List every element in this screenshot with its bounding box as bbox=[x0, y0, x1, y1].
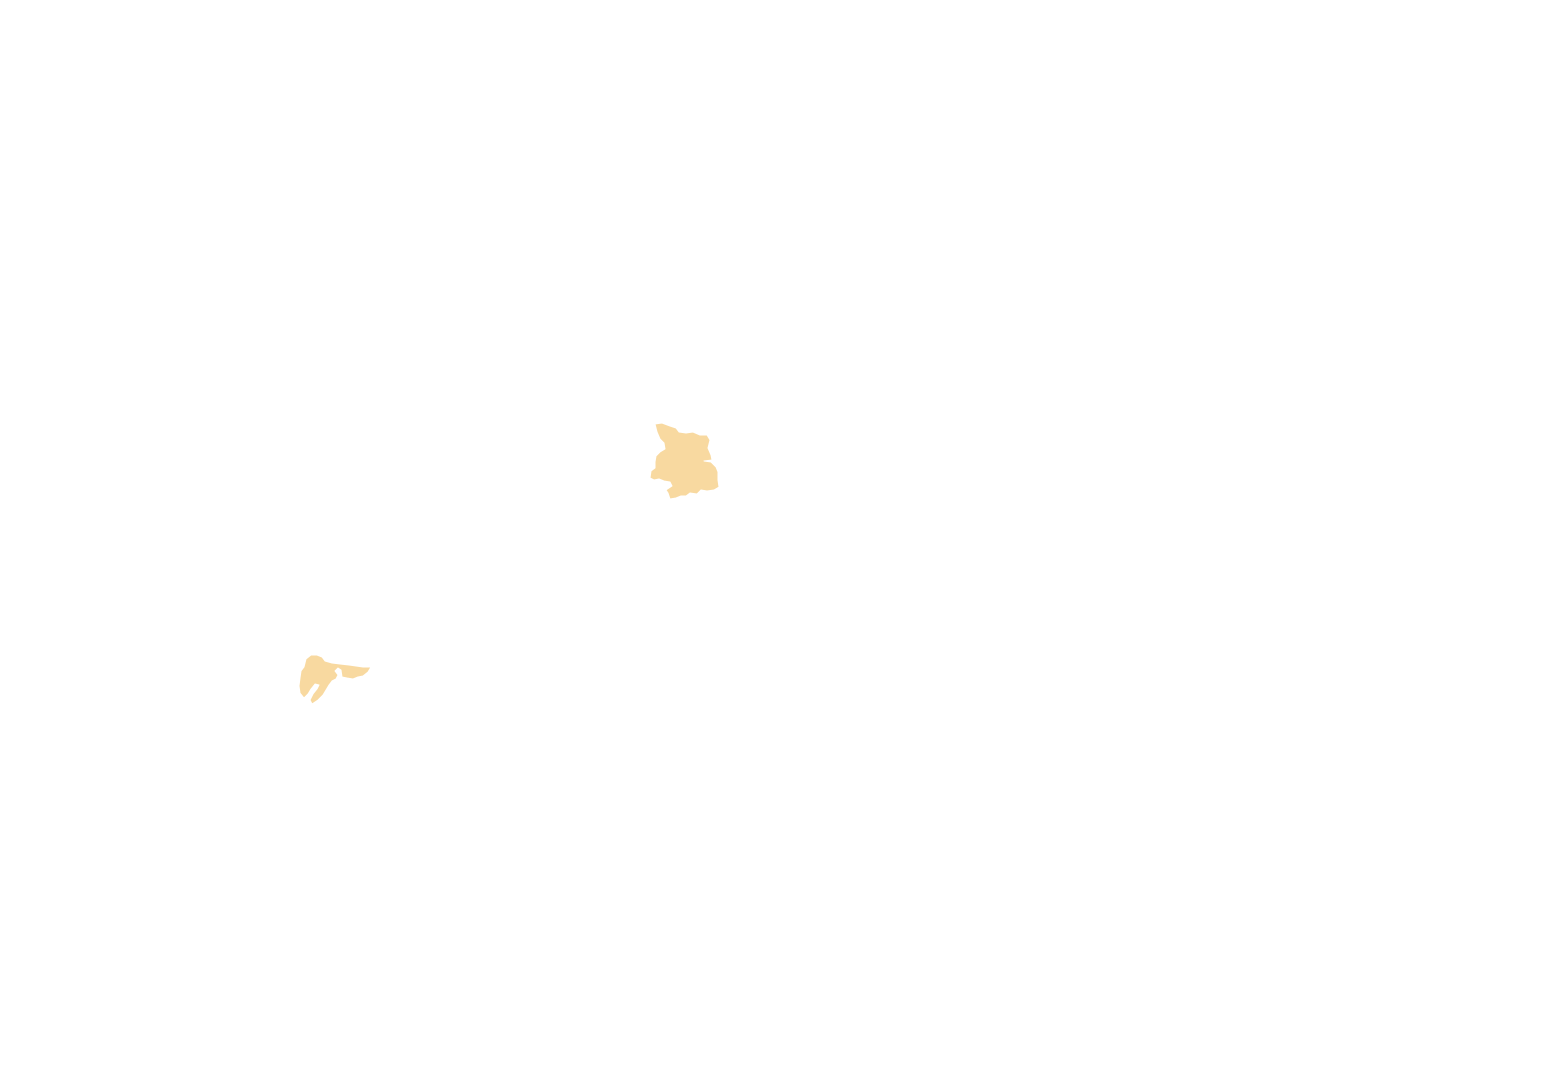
map-region-southwest[interactable] bbox=[298, 654, 372, 705]
map-region-central[interactable] bbox=[649, 422, 720, 500]
